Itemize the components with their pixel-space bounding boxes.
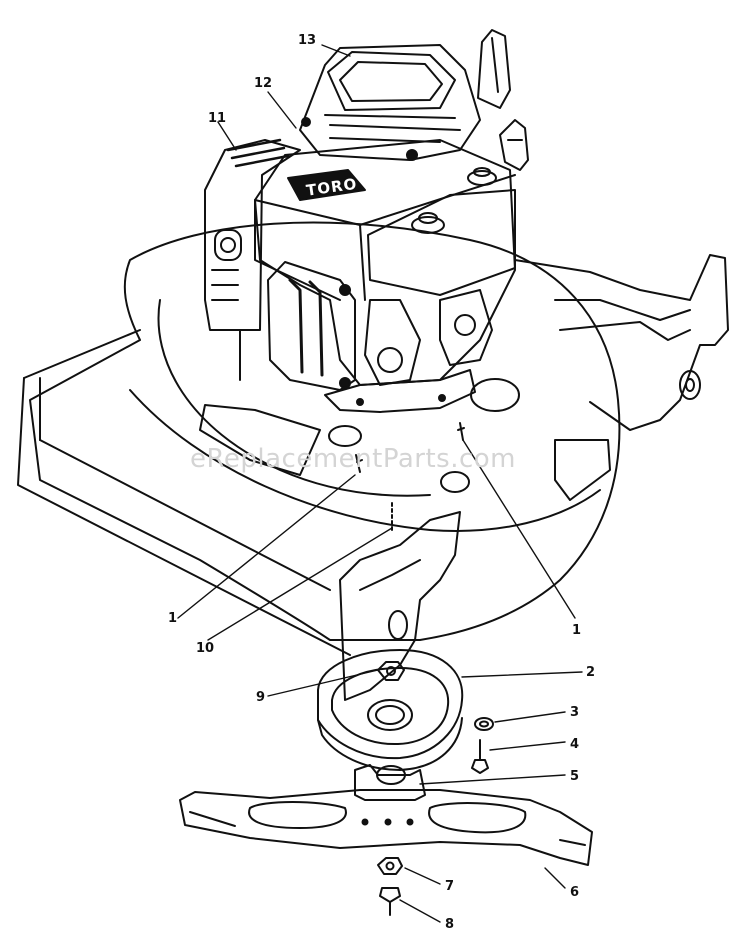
callout-4: 4: [570, 737, 579, 752]
blade: [179, 789, 593, 866]
callout-12: 12: [254, 76, 272, 91]
callout-13: 13: [298, 33, 316, 48]
callout-11: 11: [208, 111, 226, 126]
lock-washer: [474, 717, 494, 731]
callout-8: 8: [445, 917, 454, 932]
adapter-nut: [377, 661, 405, 681]
callout-1-left: 1: [168, 611, 177, 626]
mower-deck: [17, 221, 621, 656]
adapter-bolt: [471, 739, 489, 774]
rear-handle-bracket: [514, 254, 729, 501]
callout-7: 7: [445, 879, 454, 894]
callout-5: 5: [570, 769, 579, 784]
watermark: eReplacementParts.com: [190, 444, 516, 474]
callout-6: 6: [570, 885, 579, 900]
leader-lines: [177, 44, 583, 923]
engine-mount-bolts: [355, 422, 465, 531]
blade-washer: [377, 857, 403, 875]
front-wheel-bracket: [339, 511, 461, 701]
callout-9: 9: [256, 690, 265, 705]
blade-bolt: [379, 887, 401, 916]
callout-10: 10: [196, 641, 214, 656]
callout-1-right: 1: [572, 623, 581, 638]
engine: [204, 29, 529, 413]
callout-3: 3: [570, 705, 579, 720]
blade-stiffener: [354, 764, 426, 801]
callout-labels: 13 12 11 1 10 1 2 9 3 4 5 6 7 8: [168, 33, 595, 932]
callout-2: 2: [586, 665, 595, 680]
